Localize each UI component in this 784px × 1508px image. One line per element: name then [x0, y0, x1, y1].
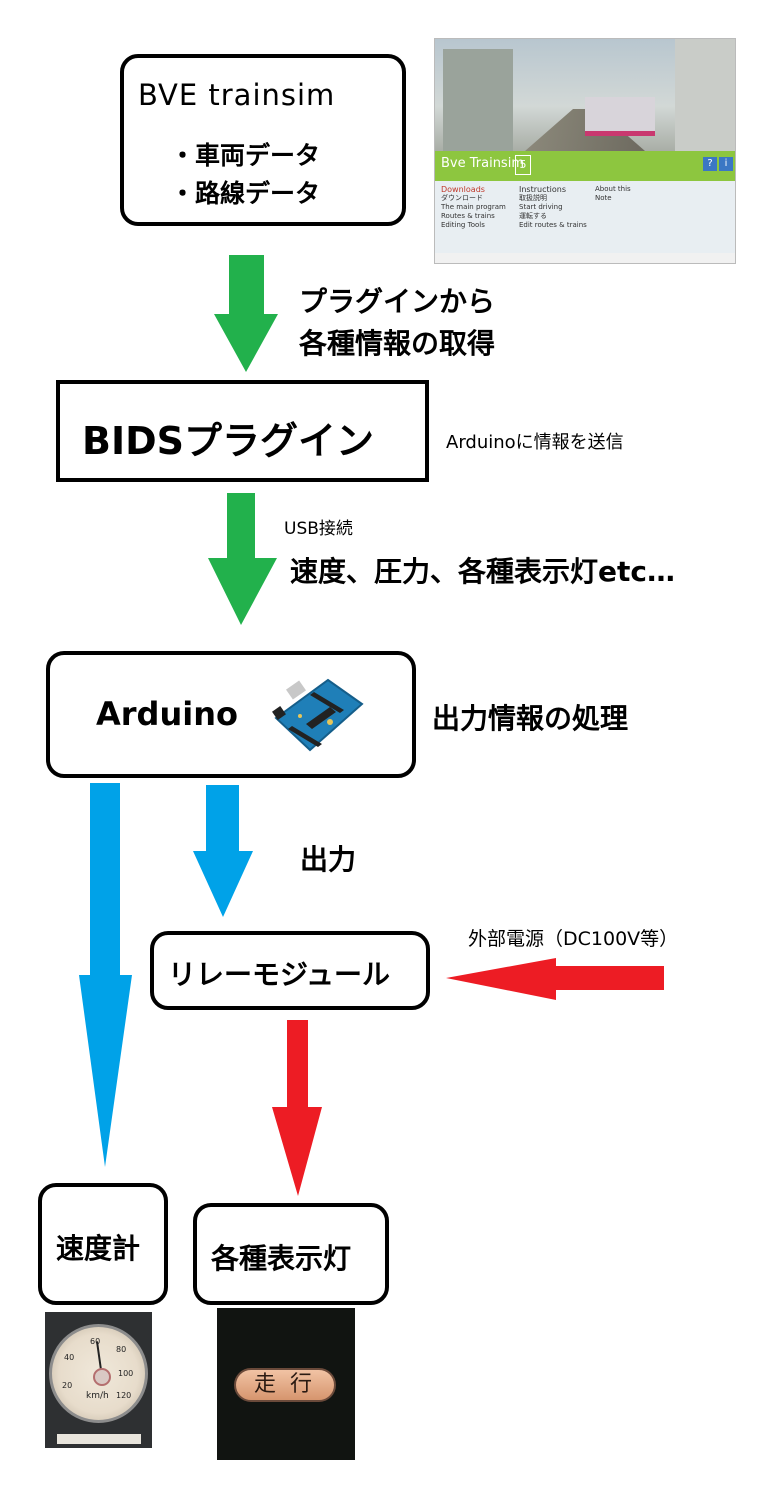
- bve-trainsim-screenshot: Bve Trainsim 5 ? i Downloads ダウンロード The …: [434, 38, 736, 264]
- bids-plugin-box: BIDSプラグイン: [56, 380, 429, 482]
- running-indicator-lamp: 走行: [234, 1368, 336, 1402]
- tick-40: 40: [64, 1353, 75, 1362]
- info-icon: i: [719, 157, 733, 171]
- bve-banner-version: 5: [515, 155, 531, 175]
- speedometer-hub: [93, 1368, 111, 1386]
- output-label: 出力: [300, 843, 357, 876]
- bve-menu-editing-tools: Editing Tools: [441, 221, 485, 229]
- vehicle-data-item: ・車両データ: [170, 141, 321, 170]
- speed-unit: km/h: [86, 1391, 109, 1401]
- green-arrow-bve-to-bids: [214, 255, 278, 372]
- speedometer-title: 速度計: [56, 1232, 141, 1265]
- relay-module-box: リレーモジュール: [150, 931, 430, 1010]
- tick-120: 120: [116, 1391, 132, 1400]
- usb-connection-label: USB接続: [284, 519, 353, 539]
- tick-80: 80: [116, 1345, 127, 1354]
- arduino-title: Arduino: [96, 695, 238, 733]
- help-icon: ?: [703, 157, 717, 171]
- tick-20: 20: [62, 1381, 73, 1390]
- transmitted-data-label: 速度、圧力、各種表示灯etc…: [290, 555, 675, 588]
- bids-plugin-title: BIDSプラグイン: [82, 419, 375, 463]
- speedometer-photo: 20 40 60 80 100 120 km/h: [45, 1312, 152, 1448]
- indicator-lamps-title: 各種表示灯: [211, 1242, 352, 1275]
- bve-banner-title: Bve Trainsim: [441, 156, 524, 171]
- arduino-board-illustration: [272, 678, 364, 752]
- red-arrow-power-to-relay: [446, 958, 664, 1000]
- tick-100: 100: [118, 1369, 134, 1378]
- bve-menu-edit-routes: Edit routes & trains: [519, 221, 587, 229]
- indicator-lamp-photo: 走行: [217, 1308, 355, 1460]
- blue-arrow-arduino-to-speedometer: [79, 783, 132, 1167]
- bve-menu-about: About this: [595, 185, 631, 193]
- bve-menu-col2: Instructions 取扱説明 Start driving 運転する Edi…: [519, 185, 587, 230]
- bve-menu-instructions: Instructions: [519, 185, 566, 194]
- bve-menu-note: Note: [595, 194, 612, 202]
- bve-menu-start-driving-sub: 運転する: [519, 212, 547, 220]
- bve-menu-downloads-sub: ダウンロード: [441, 194, 483, 202]
- tick-60: 60: [90, 1337, 101, 1346]
- bve-menu-col3: About this Note: [595, 185, 631, 203]
- bve-menu-instructions-sub: 取扱説明: [519, 194, 547, 202]
- plugin-acquire-label-line1: プラグインから: [299, 285, 496, 318]
- bids-note: Arduinoに情報を送信: [446, 432, 624, 453]
- bve-menu-col1: Downloads ダウンロード The main program Routes…: [441, 185, 506, 230]
- plugin-acquire-label-line2: 各種情報の取得: [299, 327, 496, 360]
- bve-menu-main-program: The main program: [441, 203, 506, 211]
- indicator-lamps-box: 各種表示灯: [193, 1203, 389, 1305]
- green-arrow-bids-to-arduino: [208, 493, 277, 625]
- bve-menu-routes: Routes & trains: [441, 212, 495, 220]
- bve-trainsim-title: BVE trainsim: [138, 78, 336, 112]
- speedometer-box: 速度計: [38, 1183, 168, 1305]
- arduino-box: Arduino: [46, 651, 416, 778]
- blue-arrow-arduino-to-relay: [193, 785, 253, 917]
- bve-menu-start-driving: Start driving: [519, 203, 563, 211]
- arduino-note: 出力情報の処理: [432, 702, 629, 735]
- relay-module-title: リレーモジュール: [168, 958, 391, 991]
- speedometer-plate: [57, 1434, 141, 1444]
- speedometer-dial: 20 40 60 80 100 120 km/h: [49, 1324, 148, 1423]
- external-power-label: 外部電源（DC100V等）: [468, 928, 679, 950]
- red-arrow-relay-to-indicator: [272, 1020, 322, 1196]
- bve-menu-downloads: Downloads: [441, 185, 485, 194]
- bve-trainsim-box: BVE trainsim ・車両データ ・路線データ: [120, 54, 406, 226]
- route-data-item: ・路線データ: [170, 179, 321, 208]
